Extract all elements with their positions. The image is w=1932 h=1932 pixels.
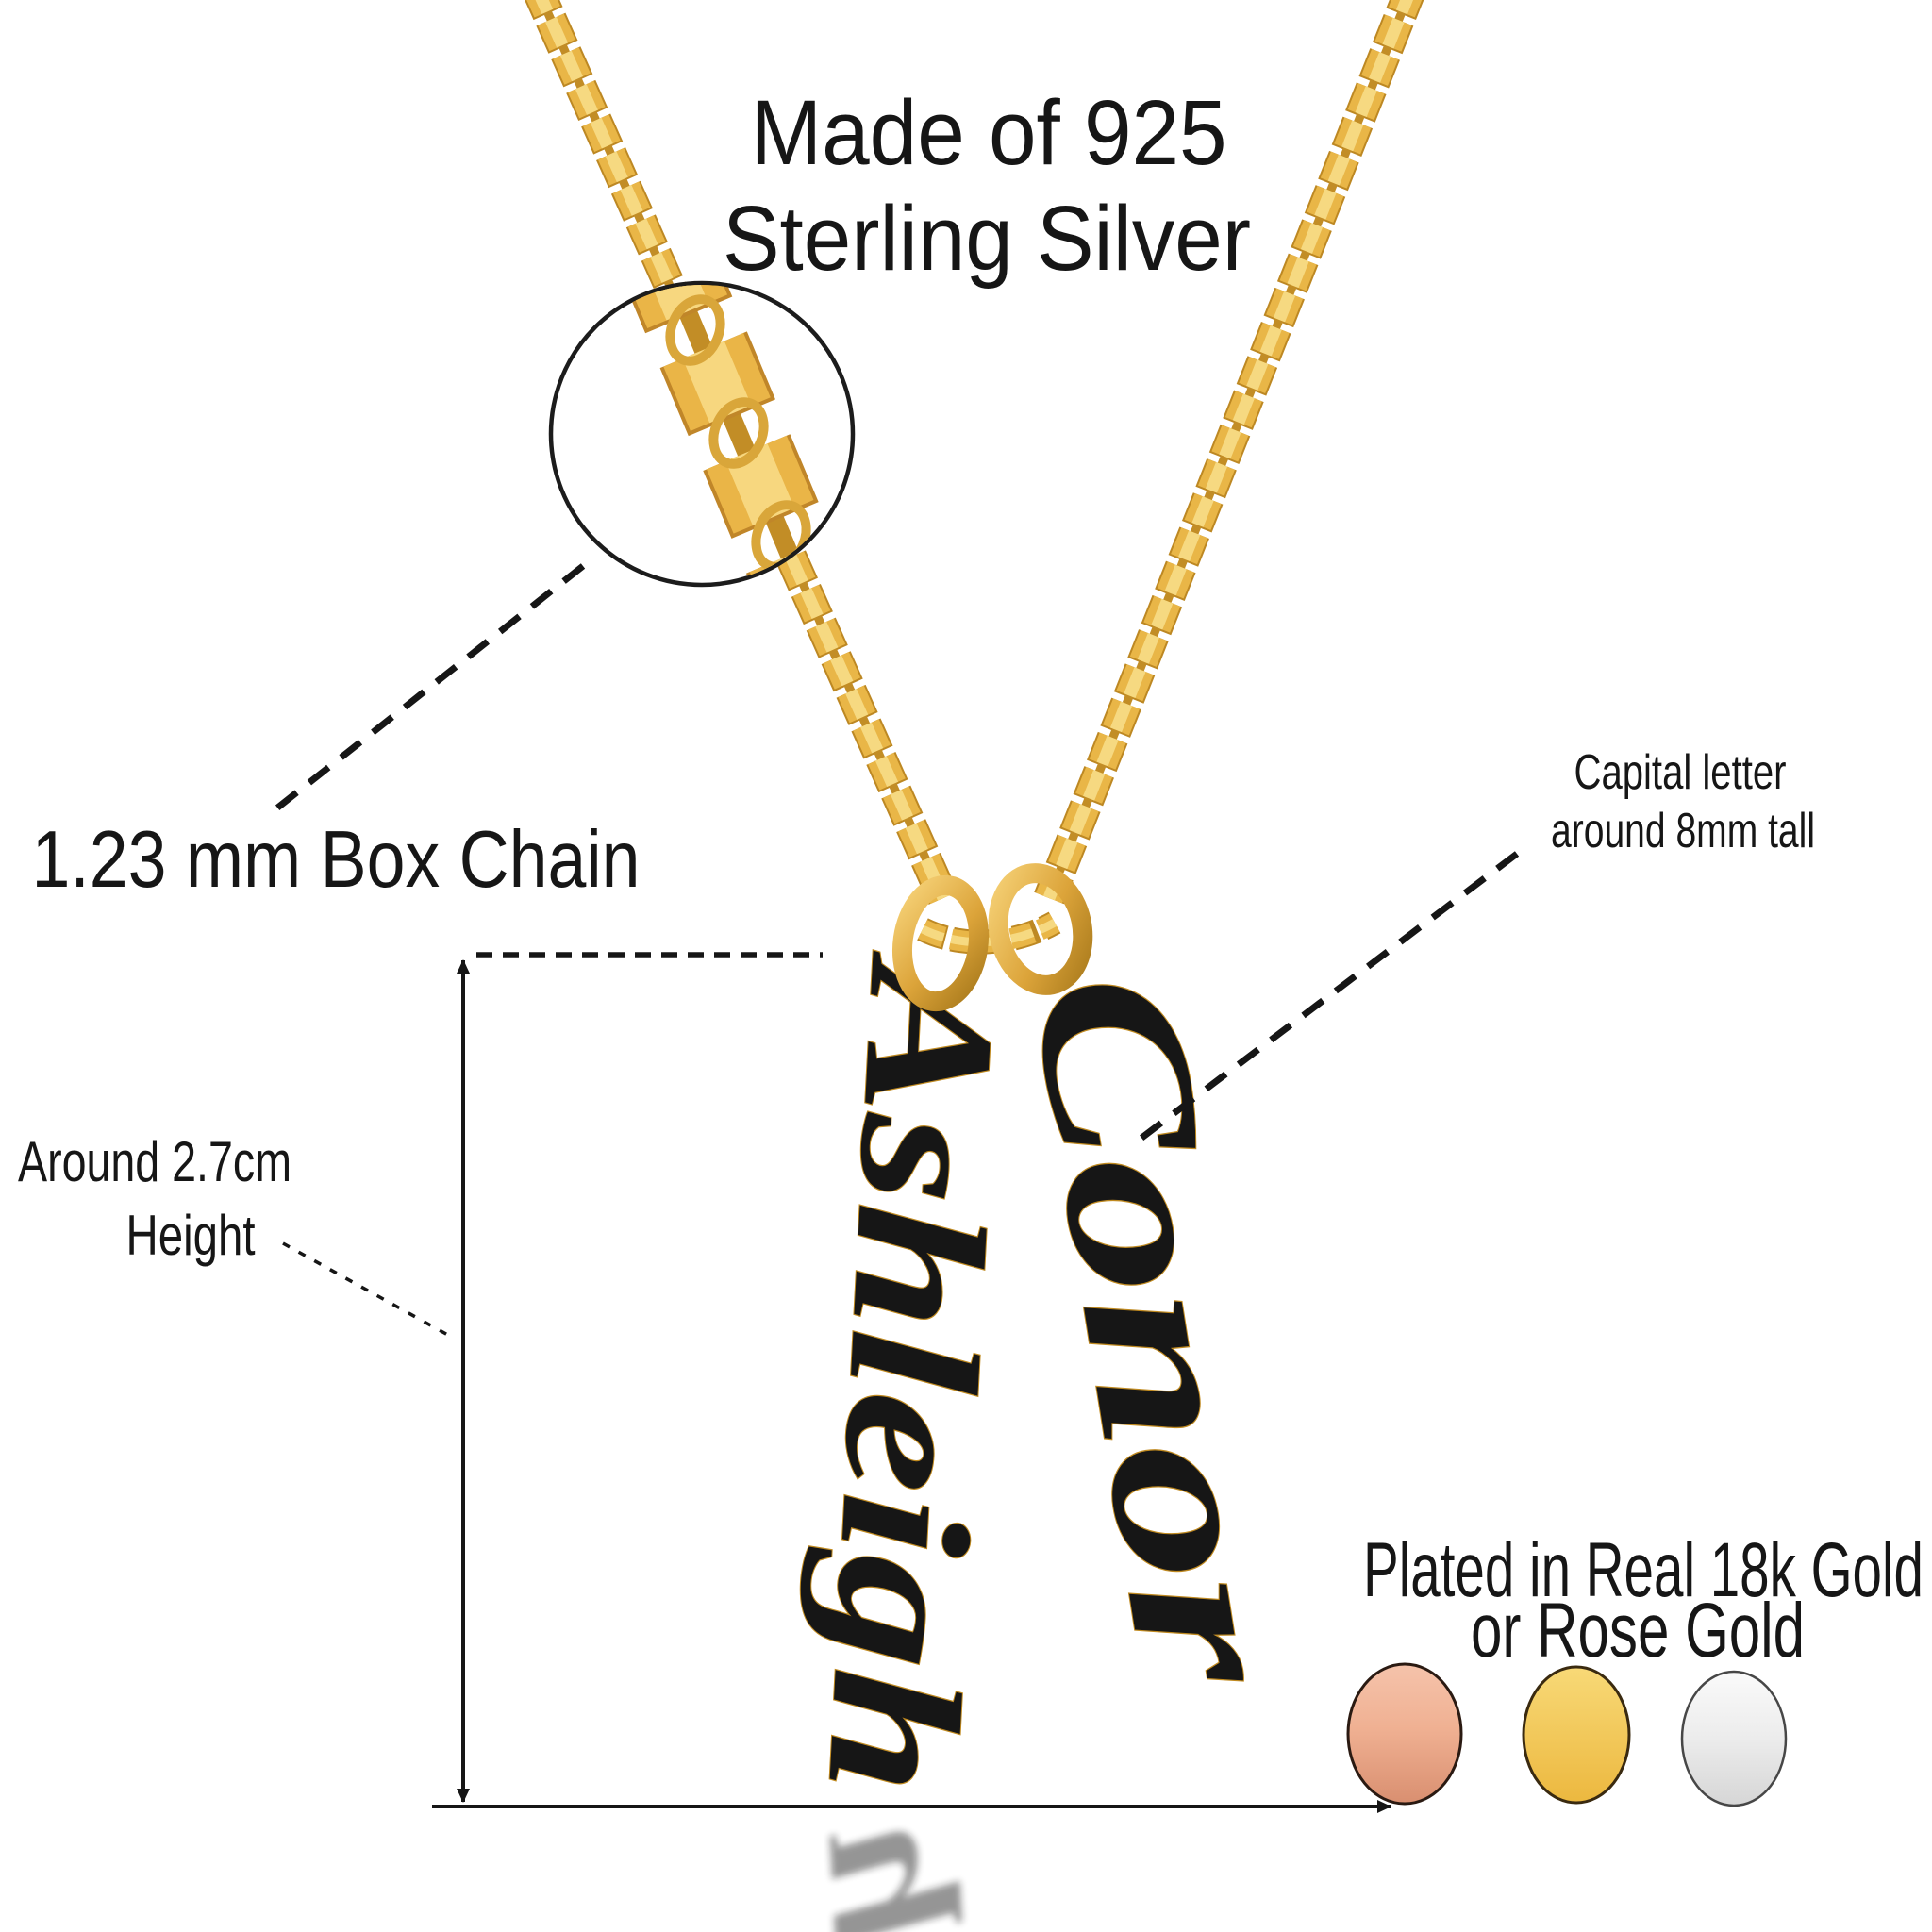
- callout-line-box-chain: [273, 563, 586, 812]
- callout-line-height: [282, 1241, 454, 1340]
- plating-label-line2: or Rose Gold: [1471, 1588, 1805, 1674]
- jump-ring-left: [891, 874, 990, 1012]
- swatch-rose-gold-icon: [1346, 1662, 1463, 1806]
- swatch-silver-icon: [1680, 1670, 1788, 1807]
- pendant-name-right: Conor: [988, 957, 1333, 1705]
- material-title-line1: Made of 925: [751, 81, 1227, 184]
- jump-ring-right: [988, 863, 1093, 995]
- pendant-reflection: Ashleigh: [789, 1815, 1036, 1932]
- height-label-line2: Height: [126, 1204, 256, 1267]
- material-title-line2: Sterling Silver: [723, 187, 1251, 290]
- chain-size-label: 1.23 mm Box Chain: [32, 815, 641, 905]
- swatch-gold-icon: [1522, 1665, 1631, 1805]
- box-chain-right-strand: [1034, 0, 1424, 905]
- height-label-line1: Around 2.7cm: [18, 1130, 291, 1193]
- pendant-name-left: Ashleigh: [789, 947, 1036, 1800]
- plating-label-line1: Plated in Real 18k Gold: [1363, 1527, 1924, 1613]
- capital-letter-label-line2: around 8mm tall: [1551, 804, 1815, 858]
- svg-text:Ashleigh: Ashleigh: [789, 1815, 1036, 1932]
- capital-letter-label-line1: Capital letter: [1574, 745, 1787, 800]
